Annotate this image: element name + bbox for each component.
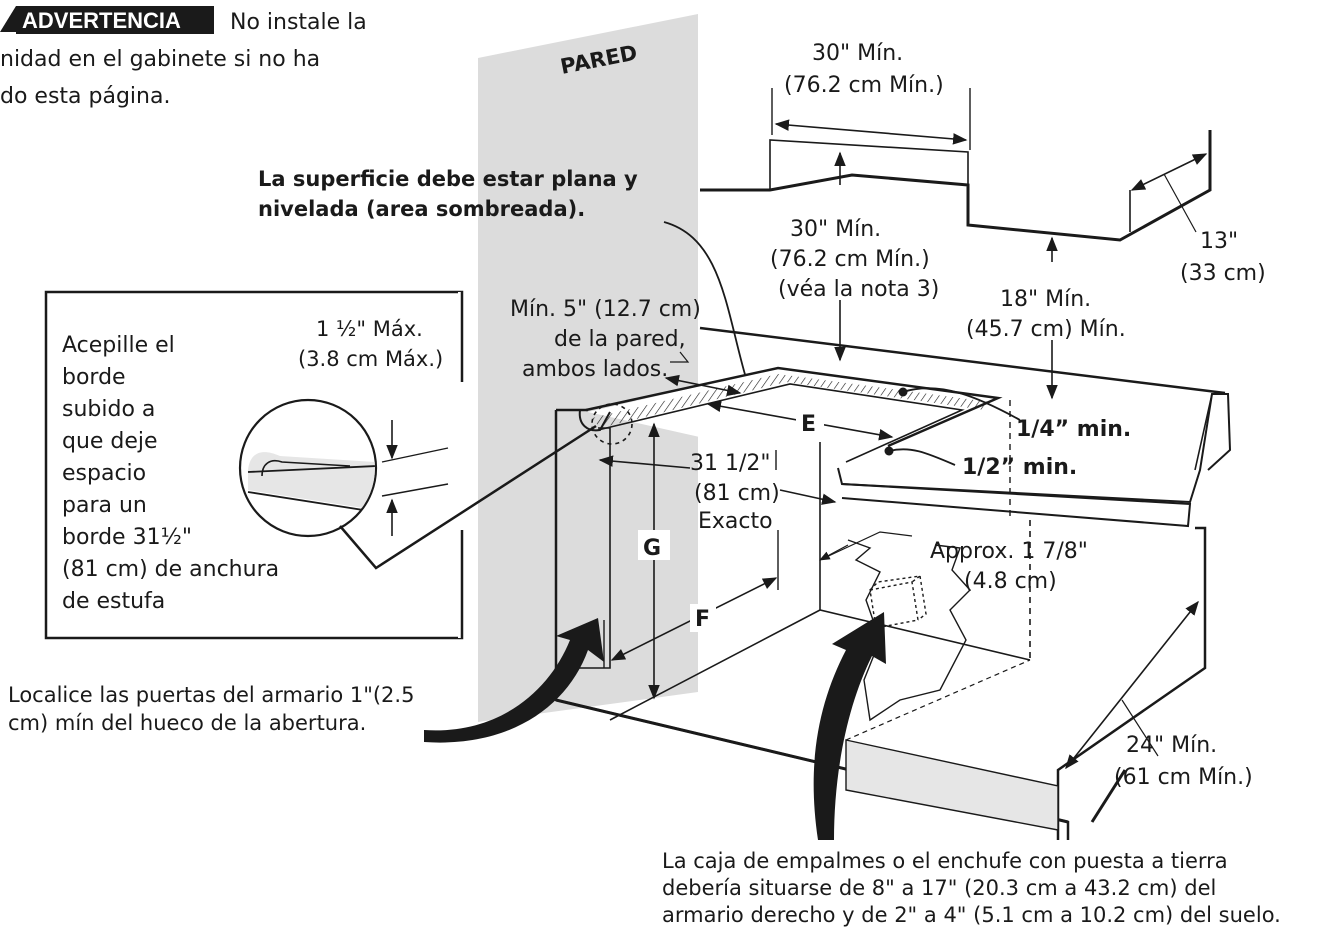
warning-block: ADVERTENCIA No instale la nidad en el ga… [0,6,367,109]
inset-line-2: subido a [62,397,155,422]
wall-cutout [847,539,971,722]
warning-badge-bg [16,6,214,34]
wall-clearance-line2: de la pared, [554,327,686,352]
top-width-line2: (76.2 cm Mín.) [784,73,944,98]
inset-detail: Acepille el borde subido a que deje espa… [44,290,633,640]
quarter-min: 1/4” min. [1016,417,1131,442]
inset-line-8: de estufa [62,589,165,614]
junction-arrow-icon [813,612,886,840]
inset-line-7: (81 cm) de anchura [62,557,279,582]
inset-line-3: que deje [62,429,158,454]
half-min: 1/2” min. [962,455,1077,480]
upper-cab-line1: 18" Mín. [1000,287,1091,312]
inset-line-1: borde [62,365,126,390]
inset-line-4: espacio [62,461,146,486]
warning-line3: do esta página. [0,84,170,109]
depth-24-line1: 24" Mín. [1126,733,1217,758]
approx-line2: (4.8 cm) [964,569,1057,594]
surface-note-line1: La superficie debe estar plana y [258,167,638,191]
warning-line2: nidad en el gabinete si no ha [0,47,320,72]
junction-box-icon [869,575,927,629]
warning-badge: ADVERTENCIA [22,8,181,33]
depth-24-line2: (61 cm Mín.) [1114,765,1253,790]
top-width-dimension: 30" Mín. (76.2 cm Mín.) [771,41,971,150]
cutout-width-line3: Exacto [698,509,773,534]
junction-note-line3: armario derecho y de 2" a 4" (5.1 cm a 1… [662,903,1281,927]
inset-line-0: Acepille el [62,333,175,358]
door-arrow-icon [424,618,604,743]
wall-clearance-line1: Mín. 5" (12.7 cm) [510,297,701,322]
depth-13-line2: (33 cm) [1180,261,1266,286]
warning-line1: No instale la [230,10,367,35]
base-cabinet [554,400,1207,840]
door-note-line1: Localice las puertas del armario 1"(2.5 [8,683,414,707]
dim-e: E [801,412,816,437]
cutout-width-line2: (81 cm) [694,481,780,506]
center-height-line2: (76.2 cm Mín.) [770,247,930,272]
top-width-line1: 30" Mín. [812,41,903,66]
center-height-line3: (véa la nota 3) [778,277,939,302]
upper-cab-line2: (45.7 cm) Mín. [966,317,1126,342]
approx-line1: Approx. 1 7/8" [930,539,1088,564]
center-height-line1: 30" Mín. [790,217,881,242]
inset-line-6: borde 31½" [62,525,192,550]
cutout-width-line1: 31 1/2" [690,451,771,476]
dim-g: G [643,536,661,561]
junction-note-line2: debería situarse de 8" a 17" (20.3 cm a … [662,876,1216,900]
door-note-line2: cm) mín del hueco de la abertura. [8,711,366,735]
surface-note-line2: nivelada (area sombreada). [258,197,585,221]
inset-max-line1: 1 ½" Máx. [316,317,423,341]
depth-13-line1: 13" [1200,229,1238,254]
inset-line-5: para un [62,493,147,518]
upper-cabinets [700,130,1212,242]
junction-note-line1: La caja de empalmes o el enchufe con pue… [662,849,1228,873]
wall-clearance-line3: ambos lados. [522,357,668,382]
inset-max-line2: (3.8 cm Máx.) [298,347,443,371]
warning-triangle-icon [0,6,16,32]
dim-f: F [695,607,710,632]
